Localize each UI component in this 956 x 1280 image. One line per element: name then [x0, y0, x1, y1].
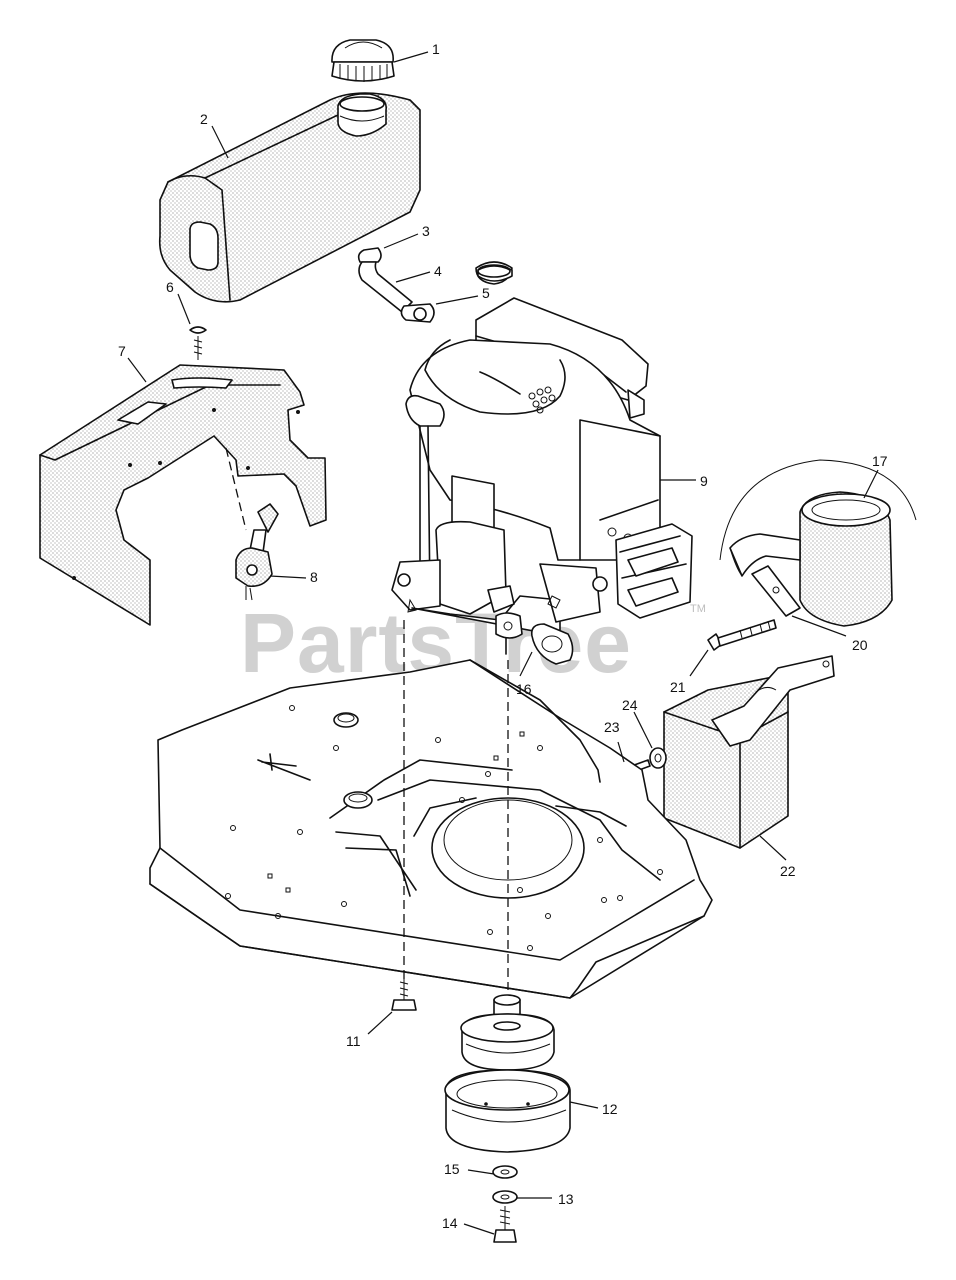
callout-6[interactable]: 6	[166, 279, 174, 295]
callout-22[interactable]: 22	[780, 863, 796, 879]
callout-3[interactable]: 3	[422, 223, 430, 239]
fuel-tank-part[interactable]	[158, 92, 421, 303]
callout-9[interactable]: 9	[700, 473, 708, 489]
callout-16[interactable]: 16	[516, 681, 532, 697]
muffler-bracket-part[interactable]	[751, 565, 801, 617]
callout-5[interactable]: 5	[482, 285, 490, 301]
throttle-control-part[interactable]	[225, 447, 279, 601]
callout-1[interactable]: 1	[432, 41, 440, 57]
engine-part[interactable]	[391, 261, 693, 655]
callout-24[interactable]: 24	[622, 697, 638, 713]
watermark-trademark: TM	[690, 603, 706, 615]
callout-23[interactable]: 23	[604, 719, 620, 735]
bolt-21-part[interactable]	[707, 619, 777, 651]
callout-21[interactable]: 21	[670, 679, 686, 695]
washer-15-part[interactable]	[492, 1165, 518, 1179]
fuel-cap-part[interactable]	[331, 39, 395, 82]
gasket-part[interactable]	[530, 623, 574, 665]
callout-labels: 1 2 3 4 5 6 7 8 9 11 12 13 14 15 16 17 2…	[118, 41, 888, 1231]
bolt-14-part[interactable]	[493, 1206, 517, 1243]
callout-15[interactable]: 15	[444, 1161, 460, 1177]
heat-shield-part[interactable]	[663, 655, 835, 849]
leader-lines	[127, 51, 879, 1235]
callout-20[interactable]: 20	[852, 637, 868, 653]
callout-2[interactable]: 2	[200, 111, 208, 127]
callout-8[interactable]: 8	[310, 569, 318, 585]
washer-13-part[interactable]	[492, 1190, 518, 1204]
pulley-part[interactable]	[444, 994, 571, 1153]
callout-11[interactable]: 11	[346, 1033, 361, 1049]
callout-13[interactable]: 13	[558, 1191, 574, 1207]
muffler-part[interactable]	[719, 459, 917, 627]
screw-6-part[interactable]	[189, 326, 207, 360]
frame-plate	[149, 659, 713, 999]
callout-14[interactable]: 14	[442, 1215, 458, 1231]
callout-7[interactable]: 7	[118, 343, 126, 359]
engine-vent-holes	[528, 386, 556, 414]
callout-12[interactable]: 12	[602, 1101, 618, 1117]
dash-panel-part[interactable]	[39, 364, 327, 626]
callout-17[interactable]: 17	[872, 453, 888, 469]
bolt-11-part[interactable]	[391, 978, 417, 1011]
washer-24-part[interactable]	[649, 747, 667, 769]
fuel-hose-part[interactable]	[357, 247, 435, 323]
callout-4[interactable]: 4	[434, 263, 442, 279]
